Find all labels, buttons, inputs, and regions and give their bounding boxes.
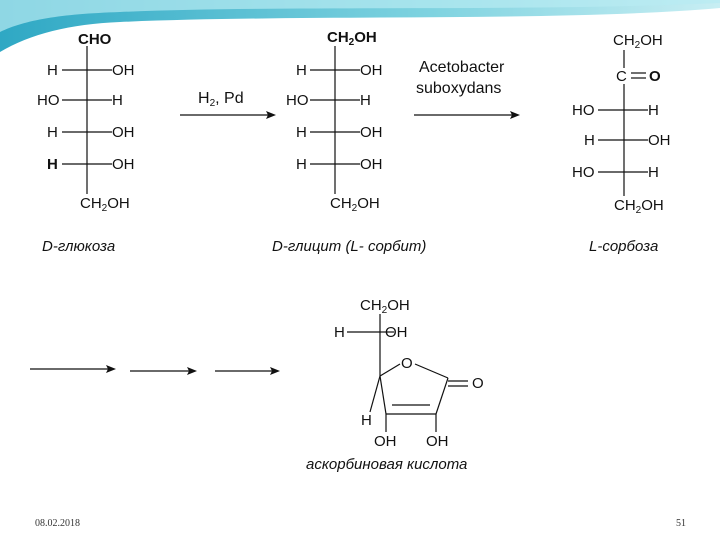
glucitol-row1-left: H xyxy=(296,62,307,79)
glucose-row1-right: OH xyxy=(112,62,135,79)
reagent-line2: suboxydans xyxy=(416,80,502,97)
glucitol-row3-right: OH xyxy=(360,124,383,141)
ascorbic-name: аскорбиновая кислота xyxy=(306,456,468,473)
glucose-row4-left: H xyxy=(47,156,58,173)
sorbose-carbonyl-c: C xyxy=(616,68,627,85)
glucitol-row1-right: OH xyxy=(360,62,383,79)
ascorbic-ring-c4-o xyxy=(379,363,401,377)
glucitol-row3-left: H xyxy=(296,124,307,141)
glucose-row1-left: H xyxy=(47,62,58,79)
ascorbic-ring-oxygen: O xyxy=(401,355,413,372)
sorbose-name: L-сорбоза xyxy=(589,238,659,255)
sorbose-top-label: CH2OH xyxy=(613,32,663,51)
glucose-row2-right: H xyxy=(112,92,123,109)
banner-wave-front xyxy=(0,0,720,32)
ascorbic-ring-c3-c4 xyxy=(379,375,387,415)
glucose-row3-left: H xyxy=(47,124,58,141)
arrow-1-head xyxy=(266,111,276,119)
glucitol-name: D-глицит (L- сорбит) xyxy=(272,238,427,255)
sorbose-row1-left: HO xyxy=(572,102,595,119)
glucitol-row2-left: HO xyxy=(286,92,309,109)
ascorbic-oh-2: OH xyxy=(426,433,449,450)
glucitol-row4-left: H xyxy=(296,156,307,173)
glucitol-top-label: CH2OH xyxy=(327,29,377,48)
ascorbic-oh-1: OH xyxy=(374,433,397,450)
glucitol-row2-right: H xyxy=(360,92,371,109)
glucose-name: D-глюкоза xyxy=(42,238,116,255)
ascorbic-ring-h: H xyxy=(361,412,372,429)
sorbose-row2-right: OH xyxy=(648,132,671,149)
ascorbic-ch2oh-label: CH2OH xyxy=(360,297,410,316)
sorbose-ch2oh-label: CH2OH xyxy=(614,197,664,216)
ascorbic-ring-c1-c2 xyxy=(435,377,449,415)
top-banner xyxy=(0,0,720,52)
sorbose-row1-right: H xyxy=(648,102,659,119)
glucose-ch2oh-label: CH2OH xyxy=(80,195,130,214)
reagent-line1: Acetobacter xyxy=(419,59,505,76)
sorbose-carbonyl-o: O xyxy=(649,68,661,85)
ascorbic-side-h: H xyxy=(334,324,345,341)
ascorbic-ring-o-c1 xyxy=(414,363,449,379)
ascorbic-h-down-bond xyxy=(369,375,381,413)
arrow-5-head xyxy=(270,367,280,375)
glucitol-ch2oh-label: CH2OH xyxy=(330,195,380,214)
sorbose-row2-left: H xyxy=(584,132,595,149)
ascorbic-carbonyl-oxygen: O xyxy=(472,375,484,392)
reagent-h2-pd: H2, Pd xyxy=(198,90,244,109)
ascorbic-side-oh: OH xyxy=(385,324,408,341)
sorbose-row3-left: HO xyxy=(572,164,595,181)
footer-date: 08.02.2018 xyxy=(35,518,80,529)
arrow-2-head xyxy=(510,111,520,119)
sorbose-row3-right: H xyxy=(648,164,659,181)
glucose-row3-right: OH xyxy=(112,124,135,141)
glucose-row4-right: OH xyxy=(112,156,135,173)
banner-wave-back xyxy=(0,0,720,52)
glucose-aldehyde-label: CHO xyxy=(78,31,112,48)
arrow-3-head xyxy=(106,365,116,373)
arrow-4-head xyxy=(187,367,197,375)
glucitol-row4-right: OH xyxy=(360,156,383,173)
footer-page-number: 51 xyxy=(676,518,686,529)
glucose-row2-left: HO xyxy=(37,92,60,109)
